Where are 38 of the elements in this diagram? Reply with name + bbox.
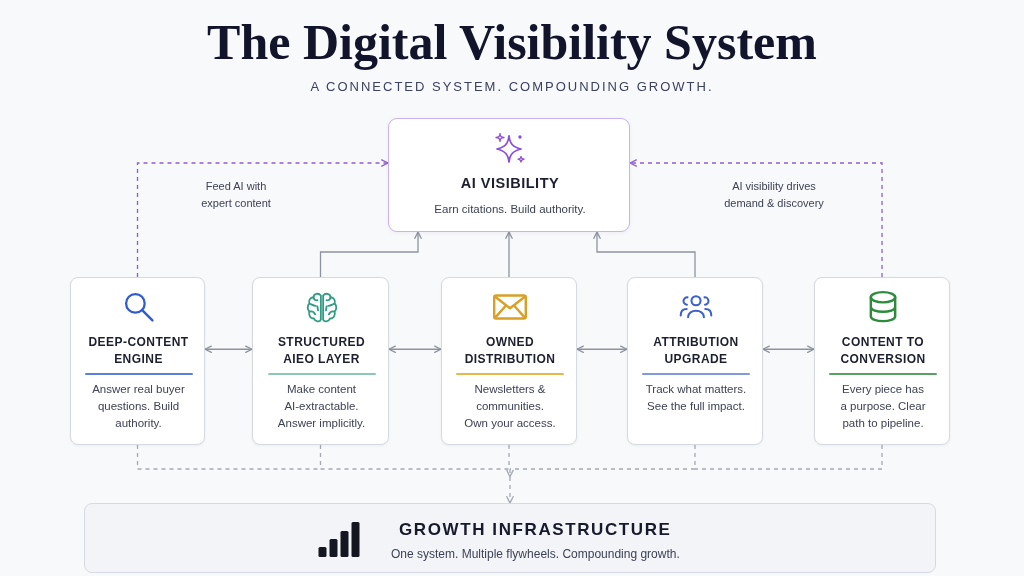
arrow <box>319 231 422 278</box>
card-title: AI VISIBILITY <box>459 174 561 192</box>
panel-text: One system. Multiple flywheels. Compounding growth. <box>391 546 680 562</box>
subtitle: A CONNECTED SYSTEM. COMPOUNDING GROWTH. <box>309 78 715 96</box>
edge-label: Feed AI with expert content <box>200 179 272 211</box>
process-card <box>441 277 577 445</box>
double-arrow <box>204 345 253 354</box>
process-card <box>814 277 950 445</box>
card-text: Newsletters & communities. Own your access. <box>463 382 557 431</box>
card-text: Earn citations. Build authority. <box>433 202 587 217</box>
card-title: CONTENT TO CONVERSION <box>839 334 927 368</box>
arrow <box>593 231 696 278</box>
card-title: OWNED DISTRIBUTION <box>463 334 557 368</box>
dashed-line <box>319 468 511 470</box>
dashed-line <box>694 468 883 470</box>
edge-label: AI visibility drives demand & discovery <box>723 179 825 211</box>
card-text: Make content AI-extractable. Answer implicitly. <box>276 382 367 431</box>
panel-title: GROWTH INFRASTRUCTURE <box>399 519 672 541</box>
process-card <box>252 277 389 445</box>
card-text: Answer real buyer questions. Build authority. <box>91 382 186 431</box>
double-arrow <box>762 345 815 354</box>
hub-card <box>388 118 630 232</box>
dashed-arrow <box>629 159 883 278</box>
process-card <box>70 277 205 445</box>
dashed-arrow <box>506 468 514 504</box>
dashed-line <box>509 468 696 470</box>
card-title: DEEP-CONTENT ENGINE <box>87 334 190 368</box>
page-title: The Digital Visibility System <box>206 13 818 72</box>
card-title: ATTRIBUTION UPGRADE <box>652 334 740 368</box>
dashed-arrow <box>136 159 389 278</box>
card-title: STRUCTURED AIEO LAYER <box>276 334 367 368</box>
card-text: Track what matters. See the full impact. <box>644 382 748 414</box>
double-arrow <box>388 345 442 354</box>
foundation-panel <box>84 503 936 573</box>
arrow <box>505 231 513 278</box>
double-arrow <box>576 345 628 354</box>
process-card <box>627 277 763 445</box>
card-text: Every piece has a purpose. Clear path to pipeline. <box>840 382 926 431</box>
